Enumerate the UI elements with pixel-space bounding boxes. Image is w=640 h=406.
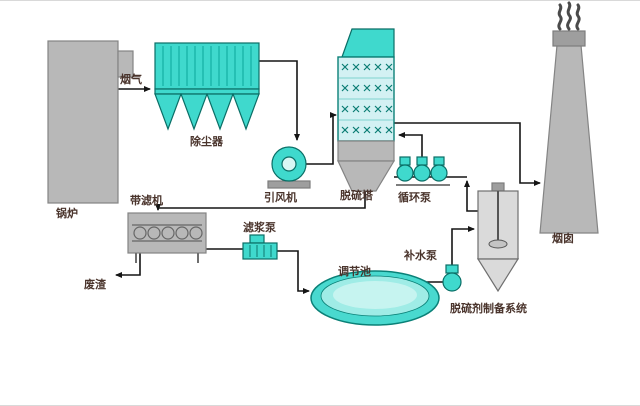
- desulfurization-tower: [337, 28, 396, 192]
- tower-label: 脱硫塔: [340, 188, 374, 202]
- belt-filter-label: 带滤机: [130, 193, 163, 207]
- dust-collector: [154, 42, 260, 131]
- roller: [147, 226, 161, 240]
- slurry-pump: [242, 234, 278, 260]
- agitator-motor: [491, 182, 505, 192]
- belt-filter-body: [127, 212, 207, 254]
- boiler-label: 锅炉: [56, 206, 78, 220]
- circulation-pump-1: [396, 164, 414, 182]
- induced-draft-fan: [267, 146, 311, 189]
- roller: [161, 226, 175, 240]
- fan-hub: [281, 156, 297, 172]
- fan-base: [267, 180, 311, 189]
- pipe-circulation-pumps-to-tower: [398, 132, 423, 157]
- boiler-body: [47, 40, 119, 204]
- roller: [189, 226, 203, 240]
- makeup-pump-body: [442, 272, 462, 292]
- labels: 锅炉 烟气 除尘器 引风机 脱硫塔 循环泵 烟囱 带滤机 滤浆泵 废渣 调节池 …: [56, 72, 574, 315]
- chimney-shell: [539, 44, 599, 234]
- hopper-4: [232, 93, 260, 131]
- slurry-pump-motor: [249, 234, 265, 244]
- adjustment-pool: [310, 270, 440, 326]
- pipe-makeup-pump-to-prep-tank: [451, 226, 475, 265]
- fan-label: 引风机: [264, 190, 297, 204]
- pump-motor-3: [433, 156, 445, 166]
- pipe-slurry-pump-to-pool: [277, 250, 310, 294]
- pool-label: 调节池: [338, 264, 371, 278]
- belt-filter: [127, 212, 207, 263]
- makeup-pump-motor: [445, 264, 459, 274]
- slurry-pump-label: 滤浆泵: [243, 220, 276, 234]
- roller: [133, 226, 147, 240]
- prep-tank: [476, 182, 520, 293]
- chimney-label: 烟囱: [552, 231, 574, 245]
- prep-system-label: 脱硫剂制备系统: [450, 301, 527, 315]
- belt-lines: [132, 224, 202, 242]
- spray-nozzles-pattern: [341, 63, 393, 134]
- pipe-fan-to-tower: [306, 112, 337, 165]
- hopper-2: [180, 93, 208, 131]
- chimney-collar: [552, 30, 586, 47]
- boiler-outlet-duct: [117, 50, 134, 78]
- dust-collector-base: [154, 88, 260, 95]
- pipe-tower-slurry-to-belt-filter: [155, 191, 366, 211]
- tower-top-duct: [341, 28, 395, 58]
- pipe-belt-filter-to-waste: [115, 253, 141, 278]
- hopper-3: [206, 93, 234, 131]
- waste-label: 废渣: [84, 277, 107, 291]
- chimney: [539, 1, 599, 234]
- filter-bags-pattern: [162, 46, 252, 86]
- belt-filter-legs: [135, 253, 199, 263]
- roller: [175, 226, 189, 240]
- pipe-tower-to-chimney: [394, 122, 541, 186]
- flue-gas-label: 烟气: [120, 72, 142, 86]
- slurry-pump-body: [242, 242, 278, 260]
- smoke-icon: [566, 1, 572, 31]
- dust-collector-label: 除尘器: [190, 134, 224, 148]
- pipes: [115, 60, 541, 294]
- circulation-pump-2: [413, 164, 431, 182]
- circulation-pump-3: [430, 164, 448, 182]
- pump-motor-1: [399, 156, 411, 166]
- hopper-1: [154, 93, 182, 131]
- tower-slurry-section: [337, 140, 395, 162]
- pump-motor-2: [416, 156, 428, 166]
- pipe-dust-collector-to-fan: [259, 60, 300, 141]
- slurry-pump-fins: [249, 245, 272, 257]
- spray-tier-lines: [339, 77, 393, 121]
- smoke-icon: [557, 3, 563, 31]
- pool-water-highlight: [333, 281, 417, 309]
- makeup-pump-label: 补水泵: [403, 248, 437, 262]
- agitator-paddle: [488, 239, 508, 249]
- circulation-pumps: [396, 156, 450, 186]
- boiler: [47, 40, 134, 204]
- prep-tank-cone: [476, 258, 520, 293]
- makeup-water-pump: [442, 264, 462, 292]
- circulation-pump-label: 循环泵: [398, 190, 431, 204]
- pipe-prep-tank-to-circulation-pumps: [464, 180, 478, 212]
- smoke-icon: [575, 3, 581, 31]
- tower-cone: [337, 160, 396, 192]
